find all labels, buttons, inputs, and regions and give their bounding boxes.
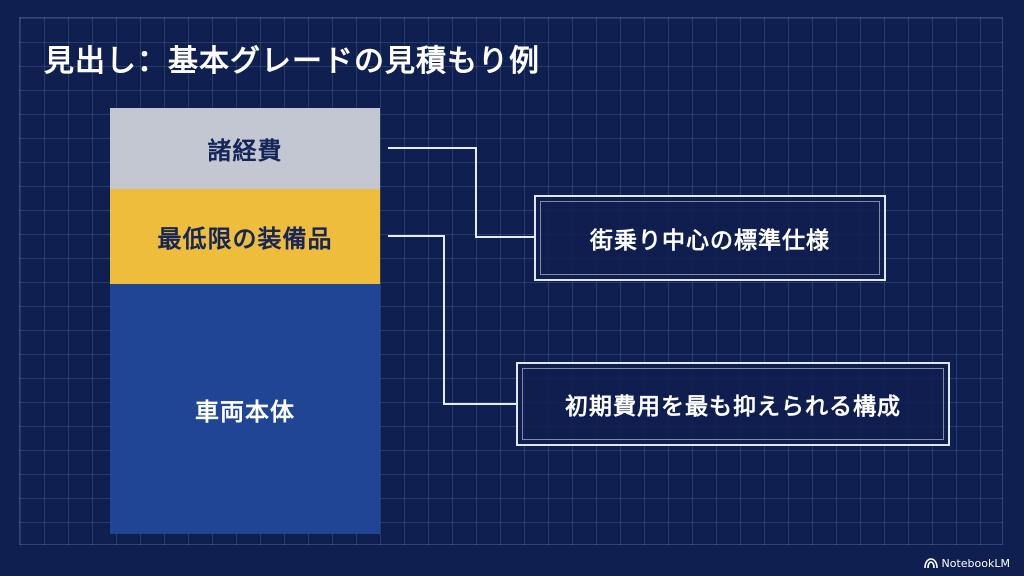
segment-vehicle-body-label: 車両本体	[195, 397, 295, 426]
notebooklm-logo-icon	[923, 558, 938, 569]
callout-minimum-cost-text: 初期費用を最も抑えられる構成	[565, 394, 901, 420]
notebooklm-watermark: NotebookLM	[923, 557, 1010, 570]
segment-vehicle-body: 車両本体	[110, 284, 380, 534]
page-title: 見出し：基本グレードの見積もり例	[44, 44, 540, 79]
segment-expenses-label: 諸経費	[207, 137, 283, 165]
cost-stack: 諸経費 最低限の装備品 車両本体	[110, 108, 380, 534]
segment-equipment-label: 最低限の装備品	[157, 225, 333, 253]
watermark-text: NotebookLM	[941, 557, 1010, 570]
segment-expenses: 諸経費	[110, 108, 380, 189]
callout-standard-spec: 街乗り中心の標準仕様	[534, 195, 886, 281]
segment-equipment: 最低限の装備品	[110, 189, 380, 284]
callout-minimum-cost: 初期費用を最も抑えられる構成	[516, 362, 950, 446]
callout-standard-spec-text: 街乗り中心の標準仕様	[590, 228, 830, 254]
